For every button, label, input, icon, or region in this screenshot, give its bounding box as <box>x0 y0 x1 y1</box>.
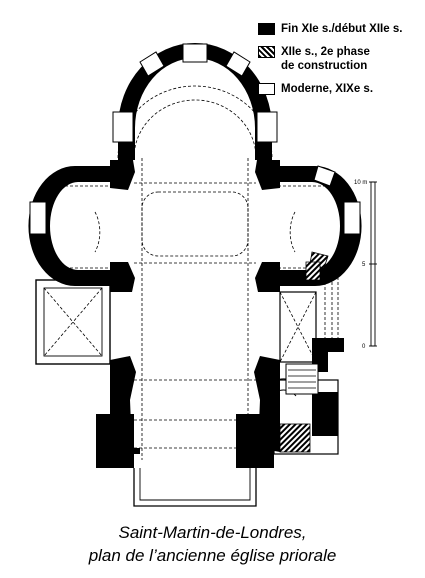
scale-label-5: 5 <box>362 262 366 268</box>
apse <box>112 43 278 160</box>
legend-swatch-open <box>258 83 275 95</box>
legend-label-hatched: XIIe s., 2e phase de construction <box>281 46 370 72</box>
scale-bar: 10 m 5 0 <box>354 180 377 350</box>
scale-label-0: 0 <box>362 344 366 350</box>
south-annex <box>261 363 339 455</box>
legend-solid: Fin XIe s./début XIIe s. <box>258 22 402 36</box>
legend-label-solid: Fin XIe s./début XIIe s. <box>281 23 403 35</box>
north-transept-apse <box>28 166 110 286</box>
legend-swatch-solid <box>258 23 275 35</box>
legend-hatched: XIIe s., 2e phase de construction <box>258 45 370 73</box>
north-chapel <box>35 279 111 365</box>
south-chapel <box>279 291 344 372</box>
caption-line-2: plan de l’ancienne église priorale <box>88 546 337 565</box>
legend-open: Moderne, XIXe s. <box>258 82 373 96</box>
crossing-piers <box>110 160 280 292</box>
legend-swatch-hatched <box>258 46 275 58</box>
west-porch <box>133 468 257 507</box>
nave-walls <box>96 356 280 468</box>
south-transept-apse <box>280 165 362 286</box>
caption-line-1: Saint-Martin-de-Londres, <box>118 523 307 542</box>
legend-label-open: Moderne, XIXe s. <box>281 83 374 95</box>
scale-label-10m: 10 m <box>354 180 367 186</box>
